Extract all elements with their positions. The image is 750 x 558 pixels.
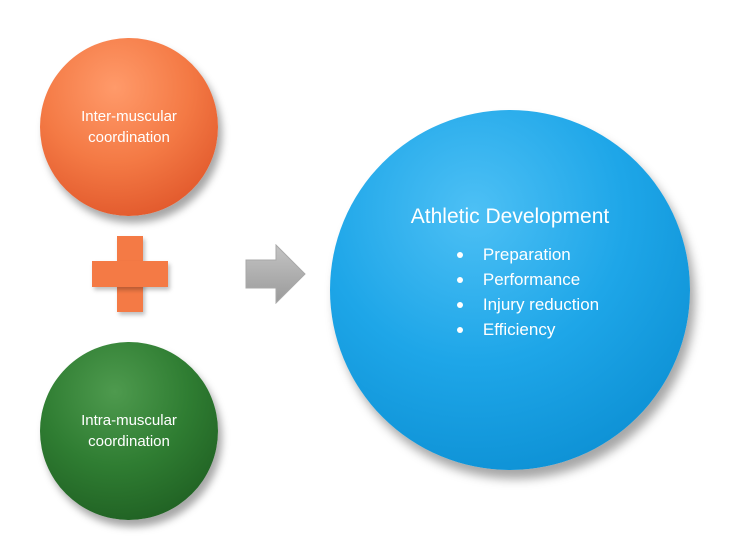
- athletic-development-circle: Athletic Development Preparation Perform…: [330, 110, 690, 470]
- intra-muscular-coordination-circle: Intra-muscular coordination: [40, 342, 218, 520]
- intra-muscular-coordination-label: Intra-muscular coordination: [81, 412, 177, 450]
- right-arrow-shape: [245, 244, 306, 304]
- list-item-preparation: Preparation: [455, 242, 599, 267]
- inter-muscular-coordination-circle: Inter-muscular coordination: [40, 38, 218, 216]
- inter-muscular-coordination-label: Inter-muscular coordination: [81, 108, 177, 146]
- athletic-development-title: Athletic Development: [410, 205, 610, 228]
- list-item-efficiency: Efficiency: [455, 317, 599, 342]
- list-item-injury-reduction: Injury reduction: [455, 292, 599, 317]
- right-arrow-icon: [245, 244, 306, 304]
- list-item-performance: Performance: [455, 267, 599, 292]
- plus-horizontal-bar: [92, 261, 168, 287]
- athletic-development-list: Preparation Performance Injury reduction…: [455, 242, 599, 342]
